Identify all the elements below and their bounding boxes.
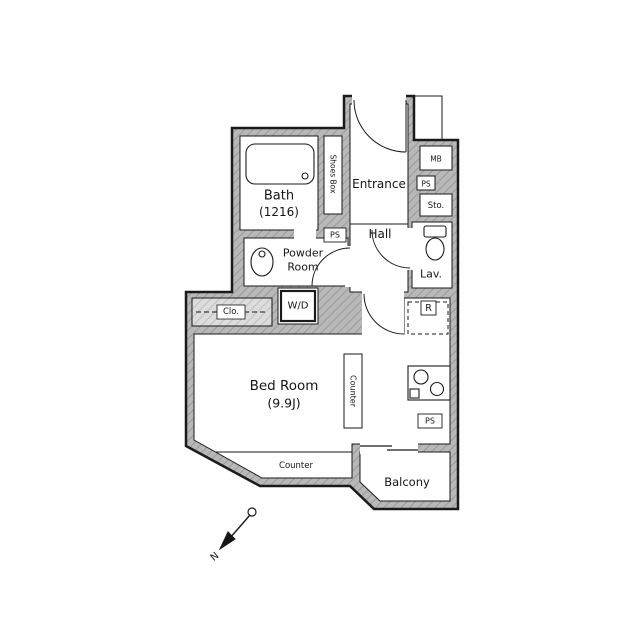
entry-porch-outline <box>413 95 443 141</box>
powder-door-arc <box>311 247 351 287</box>
bottom-counter-label: Counter <box>279 461 313 471</box>
bedroom-size-label: (9.9J) <box>267 396 300 411</box>
pipe-space-bottom-label: PS <box>425 417 435 426</box>
hall-label: Hall <box>368 227 391 241</box>
shoes-box-label: Shoes Box <box>329 155 338 195</box>
balcony-sliding-door <box>360 445 418 451</box>
pipe-space-top-box <box>416 175 436 191</box>
lavatory-label: Lav. <box>420 268 442 281</box>
powder-sink <box>250 247 274 277</box>
meter-box-label: MB <box>430 155 442 164</box>
door-swing-arcs <box>311 99 411 335</box>
bedroom-door-arc <box>363 293 405 335</box>
entry-door-arc <box>353 99 407 153</box>
balcony-label: Balcony <box>384 475 430 489</box>
pipe-space-mid-box <box>323 227 347 243</box>
powder-room-label-line1: Powder <box>283 247 324 260</box>
bath-size-label: (1216) <box>259 205 299 219</box>
north-label: N <box>209 550 222 563</box>
bedroom-label: Bed Room <box>250 378 319 394</box>
bath-label: Bath <box>264 189 294 204</box>
entrance-hall-area <box>349 103 409 293</box>
toilet <box>423 225 447 261</box>
kitchen-counter-label: Counter <box>349 375 358 408</box>
bathtub <box>245 143 315 185</box>
powder-room <box>243 237 349 287</box>
storage-label: Sto. <box>428 201 444 211</box>
lavatory-room <box>411 221 453 289</box>
storage-room <box>419 193 453 217</box>
refrigerator-space <box>407 300 449 335</box>
closet-label: Clo. <box>223 307 239 317</box>
stove <box>407 365 451 401</box>
washer-dryer-box <box>279 289 317 323</box>
entrance-label: Entrance <box>352 177 406 191</box>
powder-room-label-line2: Room <box>287 261 318 274</box>
bath-room <box>239 135 319 231</box>
meter-box-room <box>419 145 453 171</box>
north-arrow-icon: N <box>209 507 257 564</box>
refrigerator-label: R <box>425 303 432 314</box>
shoes-box-room <box>323 135 343 215</box>
pipe-space-mid-label: PS <box>330 231 340 240</box>
closet-label-box <box>216 304 246 320</box>
washer-dryer-label: W/D <box>288 301 309 312</box>
lavatory-door-arc <box>371 229 411 269</box>
pipe-space-top-label: PS <box>421 180 431 189</box>
kitchen-counter <box>343 353 363 429</box>
balcony-area <box>359 451 451 502</box>
pipe-space-bottom-box <box>417 413 443 429</box>
